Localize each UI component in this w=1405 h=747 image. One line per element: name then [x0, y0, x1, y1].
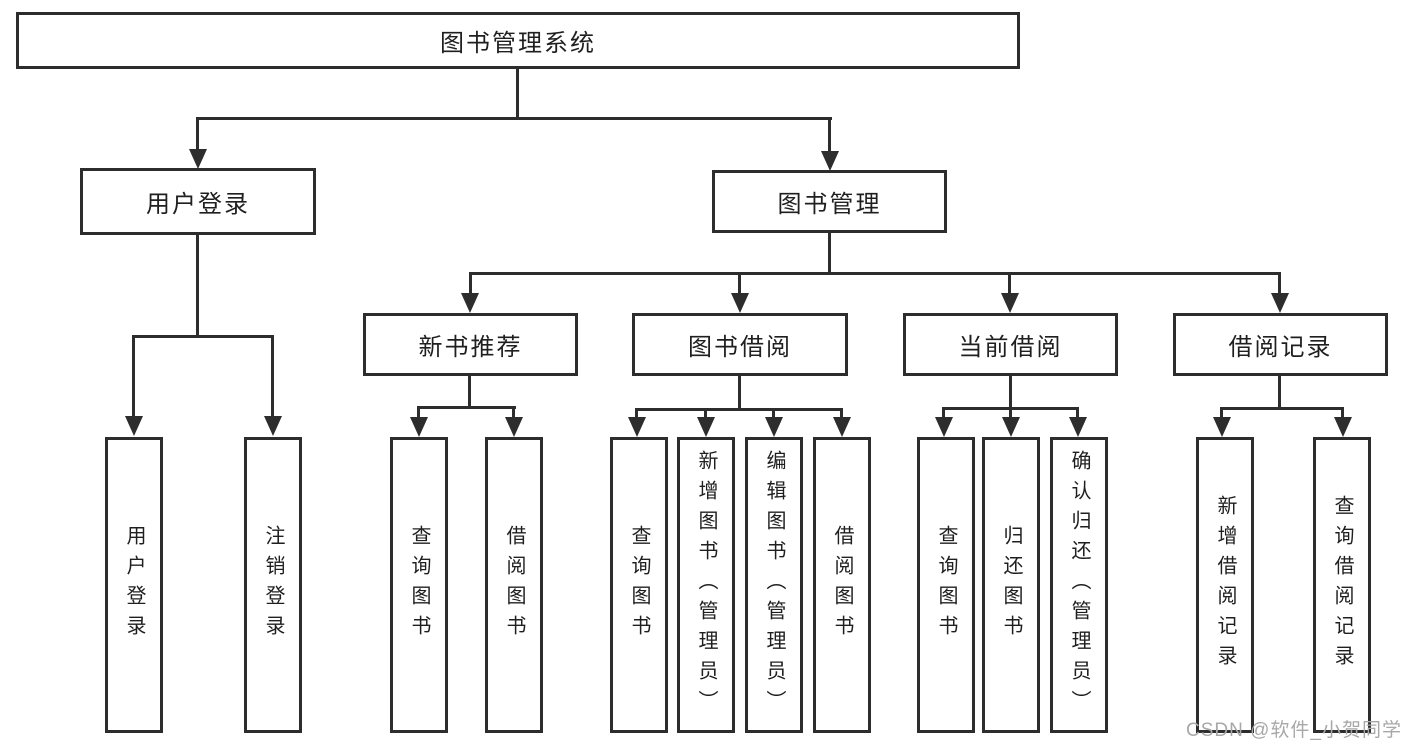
arrowhead-to-leaf-user-login — [125, 416, 143, 436]
connector-drop-leaf-logout — [271, 335, 274, 416]
node-user-login: 用户登录 — [80, 168, 316, 235]
node-new-book-recommendation-label: 新书推荐 — [418, 334, 523, 361]
leaf-query-borrow-record: 查询借阅记录 — [1313, 437, 1371, 733]
arrowhead-to-recommend-query — [410, 417, 428, 437]
arrowhead-to-current-query — [935, 417, 953, 437]
connector-drop-add-record — [1220, 407, 1223, 418]
connector-new-book-trunk — [468, 376, 471, 406]
leaf-query-borrow-record-label: 查询借阅记录 — [1331, 495, 1353, 675]
connector-drop-borrowing-query — [635, 408, 638, 418]
connector-records-trunk — [1278, 376, 1281, 407]
node-book-borrowing: 图书借阅 — [632, 313, 848, 376]
leaf-user-login-label: 用户登录 — [123, 525, 145, 645]
connector-book-management-trunk — [828, 233, 831, 272]
leaf-current-query-books-label: 查询图书 — [935, 525, 957, 645]
leaf-borrowing-query-books-label: 查询图书 — [628, 525, 650, 645]
leaf-edit-books-admin: 编辑图书（管理员） — [745, 437, 803, 733]
connector-drop-recommend-borrow — [512, 406, 515, 418]
arrowhead-to-book-borrowing — [731, 293, 749, 313]
connector-drop-edit-books — [772, 408, 775, 418]
leaf-add-books-admin: 新增图书（管理员） — [677, 437, 735, 733]
connector-drop-confirm-return — [1076, 407, 1079, 418]
connector-new-book-bar — [417, 406, 516, 409]
connector-current-trunk — [1009, 376, 1012, 407]
connector-drop-recommend-query — [417, 406, 420, 418]
arrowhead-to-leaf-logout — [264, 416, 282, 436]
connector-root-trunk — [516, 69, 519, 117]
leaf-logout-label: 注销登录 — [262, 525, 284, 645]
node-user-login-label: 用户登录 — [146, 191, 250, 218]
node-new-book-recommendation: 新书推荐 — [363, 313, 578, 376]
leaf-recommend-borrow-books: 借阅图书 — [485, 437, 543, 733]
node-current-borrowing: 当前借阅 — [903, 313, 1118, 376]
leaf-return-books-label: 归还图书 — [1000, 525, 1022, 645]
leaf-edit-books-admin-label: 编辑图书（管理员） — [763, 450, 785, 720]
leaf-add-borrow-record-label: 新增借阅记录 — [1214, 495, 1236, 675]
connector-user-login-trunk — [196, 235, 199, 335]
connector-root-drop-book-management — [828, 117, 831, 151]
connector-drop-return-books — [1009, 407, 1012, 418]
connector-user-login-bar — [132, 335, 274, 338]
leaf-borrowing-query-books: 查询图书 — [610, 437, 668, 733]
leaf-logout: 注销登录 — [244, 437, 302, 733]
connector-drop-query-record — [1341, 407, 1344, 418]
node-book-borrowing-label: 图书借阅 — [688, 334, 792, 361]
arrowhead-to-borrowing-query — [628, 417, 646, 437]
leaf-borrow-books-label: 借阅图书 — [831, 525, 853, 645]
node-borrowing-records: 借阅记录 — [1173, 313, 1388, 376]
arrowhead-to-user-login — [189, 149, 207, 169]
connector-drop-book-borrowing — [738, 272, 741, 294]
node-library-management-system-label: 图书管理系统 — [440, 30, 596, 57]
connector-drop-borrowing-records — [1278, 272, 1281, 294]
arrowhead-to-new-book-recommendation — [461, 293, 479, 313]
node-current-borrowing-label: 当前借阅 — [958, 334, 1063, 361]
arrowhead-to-current-borrowing — [1001, 293, 1019, 313]
connector-borrowing-bar — [635, 408, 843, 411]
connector-drop-current-borrowing — [1008, 272, 1011, 294]
leaf-user-login: 用户登录 — [105, 437, 163, 733]
leaf-recommend-query-books: 查询图书 — [390, 437, 448, 733]
arrowhead-to-query-record — [1334, 417, 1352, 437]
arrowhead-to-borrowing-records — [1271, 293, 1289, 313]
arrowhead-to-recommend-borrow — [505, 417, 523, 437]
node-library-management-system: 图书管理系统 — [16, 12, 1020, 69]
arrowhead-to-book-management — [821, 151, 839, 171]
connector-root-drop-user-login — [196, 117, 199, 151]
connector-root-bar — [196, 117, 832, 120]
connector-drop-add-books — [704, 408, 707, 418]
connector-drop-borrow-books — [840, 408, 843, 418]
leaf-confirm-return-admin: 确认归还（管理员） — [1050, 437, 1108, 733]
leaf-current-query-books: 查询图书 — [917, 437, 975, 733]
node-book-management: 图书管理 — [712, 170, 947, 233]
leaf-recommend-borrow-books-label: 借阅图书 — [503, 525, 525, 645]
leaf-add-borrow-record: 新增借阅记录 — [1196, 437, 1254, 733]
connector-drop-leaf-user-login — [132, 335, 135, 416]
arrowhead-to-add-record — [1213, 417, 1231, 437]
connector-records-bar — [1220, 407, 1343, 410]
leaf-return-books: 归还图书 — [982, 437, 1040, 733]
arrowhead-to-return-books — [1002, 417, 1020, 437]
leaf-add-books-admin-label: 新增图书（管理员） — [695, 450, 717, 720]
csdn-watermark: CSDN @软件_小贺同学 — [1186, 720, 1402, 741]
arrowhead-to-add-books — [697, 417, 715, 437]
leaf-confirm-return-admin-label: 确认归还（管理员） — [1068, 450, 1090, 720]
leaf-recommend-query-books-label: 查询图书 — [408, 525, 430, 645]
connector-drop-new-book-recommendation — [469, 272, 472, 294]
connector-borrowing-trunk — [738, 376, 741, 408]
node-book-management-label: 图书管理 — [777, 191, 882, 218]
connector-drop-current-query — [942, 407, 945, 418]
arrowhead-to-borrow-books — [833, 417, 851, 437]
arrowhead-to-confirm-return — [1069, 417, 1087, 437]
arrowhead-to-edit-books — [765, 417, 783, 437]
leaf-borrow-books: 借阅图书 — [813, 437, 871, 733]
node-borrowing-records-label: 借阅记录 — [1228, 334, 1333, 361]
connector-book-management-bar — [469, 272, 1281, 275]
